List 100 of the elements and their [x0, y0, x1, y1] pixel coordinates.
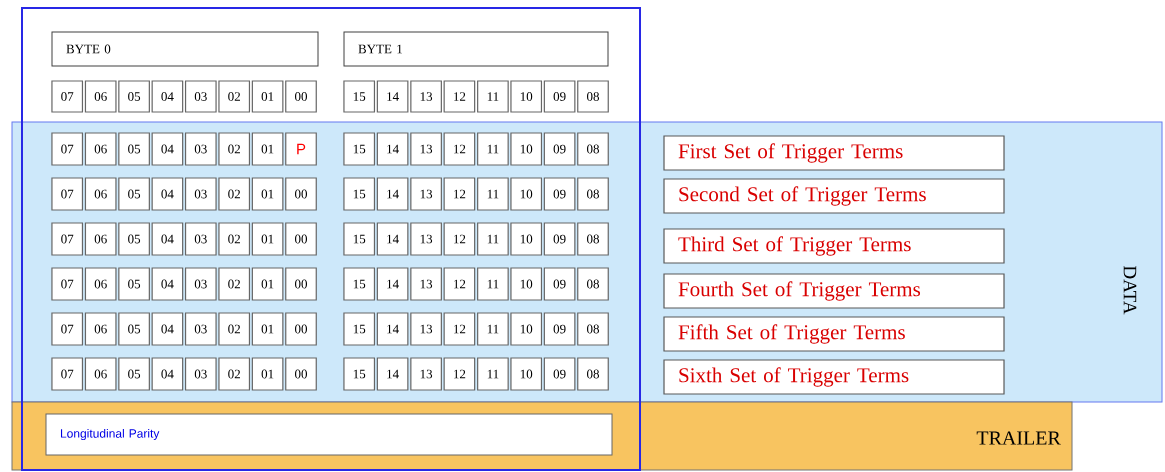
bit-cell: 05 — [118, 267, 150, 301]
bit-cell: 05 — [118, 177, 150, 211]
bit-cell: 12 — [443, 222, 476, 256]
bit-cell: 08 — [577, 357, 609, 391]
bit-cell: 01 — [251, 177, 284, 211]
bit-cell: 11 — [477, 80, 509, 113]
bit-cell: 10 — [510, 357, 543, 391]
bit-cell: 04 — [151, 80, 184, 113]
bit-cell: 05 — [118, 80, 150, 113]
bit-cell: 14 — [376, 222, 409, 256]
bit-cell: 00 — [285, 312, 317, 346]
bit-cell: 15 — [343, 177, 376, 211]
bit-cell: 08 — [577, 312, 609, 346]
bit-cell: 13 — [410, 267, 442, 301]
bit-cell: 06 — [84, 312, 117, 346]
bit-cell: 06 — [84, 177, 117, 211]
bit-cell: 08 — [577, 222, 609, 256]
bit-cell: 00 — [285, 80, 317, 113]
trigger-term-box: First Set of Trigger Terms — [663, 135, 1005, 171]
bit-cell: 11 — [477, 132, 509, 166]
bit-cell: 15 — [343, 357, 376, 391]
bit-cell: 06 — [84, 132, 117, 166]
bit-cell: 12 — [443, 177, 476, 211]
bit-cell: 09 — [543, 267, 576, 301]
bit-cell: 04 — [151, 312, 184, 346]
bit-cell: 14 — [376, 177, 409, 211]
bit-cell: 07 — [51, 312, 84, 346]
bit-cell: 00 — [285, 267, 317, 301]
bit-cell: 03 — [184, 357, 217, 391]
bit-cell: 14 — [376, 132, 409, 166]
bit-cell: 03 — [184, 80, 217, 113]
parity-box: Longitudinal Parity — [45, 413, 613, 456]
bit-cell: 14 — [376, 267, 409, 301]
bit-cell: 01 — [251, 132, 284, 166]
bit-cell: 00 — [285, 177, 317, 211]
trigger-term-box: Fourth Set of Trigger Terms — [663, 273, 1005, 309]
bit-cell: 07 — [51, 267, 84, 301]
bit-cell: 12 — [443, 267, 476, 301]
bit-cell: 07 — [51, 80, 84, 113]
bit-cell: 13 — [410, 177, 442, 211]
bit-cell: 10 — [510, 177, 543, 211]
bit-cell: 08 — [577, 267, 609, 301]
trigger-term-box: Sixth Set of Trigger Terms — [663, 359, 1005, 395]
bit-cell: 10 — [510, 80, 543, 113]
bit-cell: 01 — [251, 312, 284, 346]
bit-cell: 10 — [510, 132, 543, 166]
bit-cell: 07 — [51, 357, 84, 391]
bit-cell: 07 — [51, 132, 84, 166]
bit-cell: 09 — [543, 312, 576, 346]
bit-cell: 04 — [151, 132, 184, 166]
bit-cell: 10 — [510, 312, 543, 346]
bit-cell: 02 — [218, 132, 251, 166]
bit-cell: 09 — [543, 177, 576, 211]
bit-cell: P — [285, 132, 317, 166]
bit-cell: 03 — [184, 132, 217, 166]
bit-cell: 15 — [343, 222, 376, 256]
bit-cell: 01 — [251, 80, 284, 113]
bit-cell: 04 — [151, 357, 184, 391]
bit-cell: 09 — [543, 132, 576, 166]
frame-outline — [21, 7, 641, 471]
bit-cell: 03 — [184, 222, 217, 256]
bit-cell: 02 — [218, 177, 251, 211]
bit-cell: 05 — [118, 222, 150, 256]
trigger-term-box: Second Set of Trigger Terms — [663, 178, 1005, 214]
bit-cell: 08 — [577, 80, 609, 113]
bit-cell: 11 — [477, 312, 509, 346]
band-label: TRAILER — [976, 431, 1061, 445]
bit-cell: 14 — [376, 357, 409, 391]
bit-cell: 01 — [251, 267, 284, 301]
bit-cell: 02 — [218, 312, 251, 346]
bit-cell: 12 — [443, 312, 476, 346]
bit-cell: 14 — [376, 80, 409, 113]
bit-cell: 11 — [477, 357, 509, 391]
bit-cell: 06 — [84, 267, 117, 301]
bit-cell: 15 — [343, 132, 376, 166]
bit-cell: 12 — [443, 132, 476, 166]
bit-cell: 15 — [343, 267, 376, 301]
bit-cell: 12 — [443, 357, 476, 391]
bit-cell: 06 — [84, 222, 117, 256]
bit-cell: 07 — [51, 222, 84, 256]
bit-cell: 02 — [218, 357, 251, 391]
bit-cell: 05 — [118, 132, 150, 166]
byte-header-box: BYTE 0 — [51, 31, 319, 67]
bit-cell: 15 — [343, 312, 376, 346]
bit-cell: 10 — [510, 267, 543, 301]
bit-cell: 13 — [410, 357, 442, 391]
bit-cell: 08 — [577, 132, 609, 166]
bit-cell: 09 — [543, 80, 576, 113]
byte-header-box: BYTE 1 — [343, 31, 609, 67]
bit-cell: 03 — [184, 267, 217, 301]
trigger-term-box: Third Set of Trigger Terms — [663, 228, 1005, 264]
bit-cell: 04 — [151, 267, 184, 301]
bit-cell: 11 — [477, 222, 509, 256]
bit-cell: 10 — [510, 222, 543, 256]
bit-cell: 13 — [410, 312, 442, 346]
bit-cell: 15 — [343, 80, 376, 113]
trigger-term-box: Fifth Set of Trigger Terms — [663, 316, 1005, 352]
bit-cell: 02 — [218, 80, 251, 113]
bit-cell: 09 — [543, 222, 576, 256]
bit-cell: 08 — [577, 177, 609, 211]
